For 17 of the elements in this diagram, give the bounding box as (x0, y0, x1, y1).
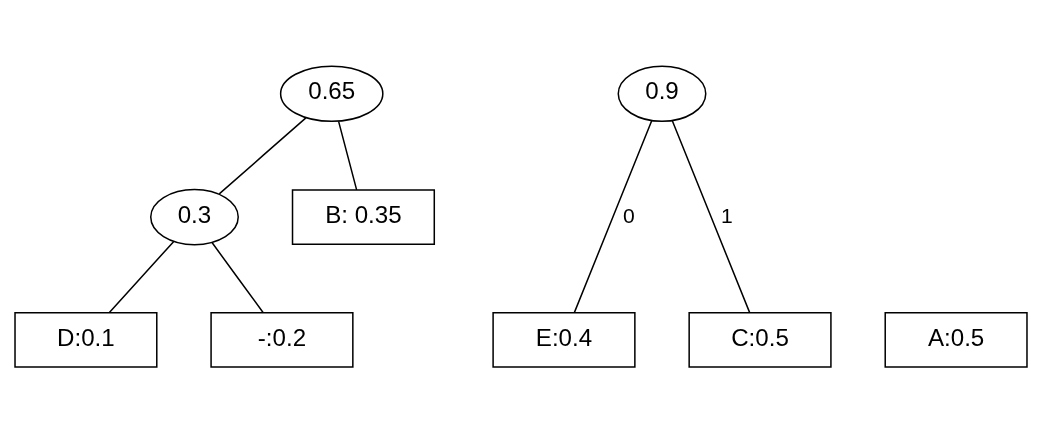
node-ellipse: 0.65 (279, 64, 384, 122)
node-box: -:0.2 (210, 311, 354, 368)
node-ellipse: 0.9 (617, 64, 707, 122)
connector (573, 119, 653, 313)
node-box: B: 0.35 (291, 188, 436, 245)
node-box: D:0.1 (14, 311, 158, 368)
node-box: A:0.5 (884, 311, 1028, 368)
node-box: E:0.4 (492, 311, 636, 368)
connector (337, 120, 358, 191)
connector (108, 240, 175, 313)
connector (671, 119, 751, 313)
node-ellipse: 0.3 (150, 188, 239, 245)
edge-label: 0 (622, 203, 635, 227)
connector (218, 116, 307, 195)
node-box: C:0.5 (688, 311, 832, 368)
edge-label: 1 (720, 203, 733, 227)
connector (211, 241, 264, 313)
